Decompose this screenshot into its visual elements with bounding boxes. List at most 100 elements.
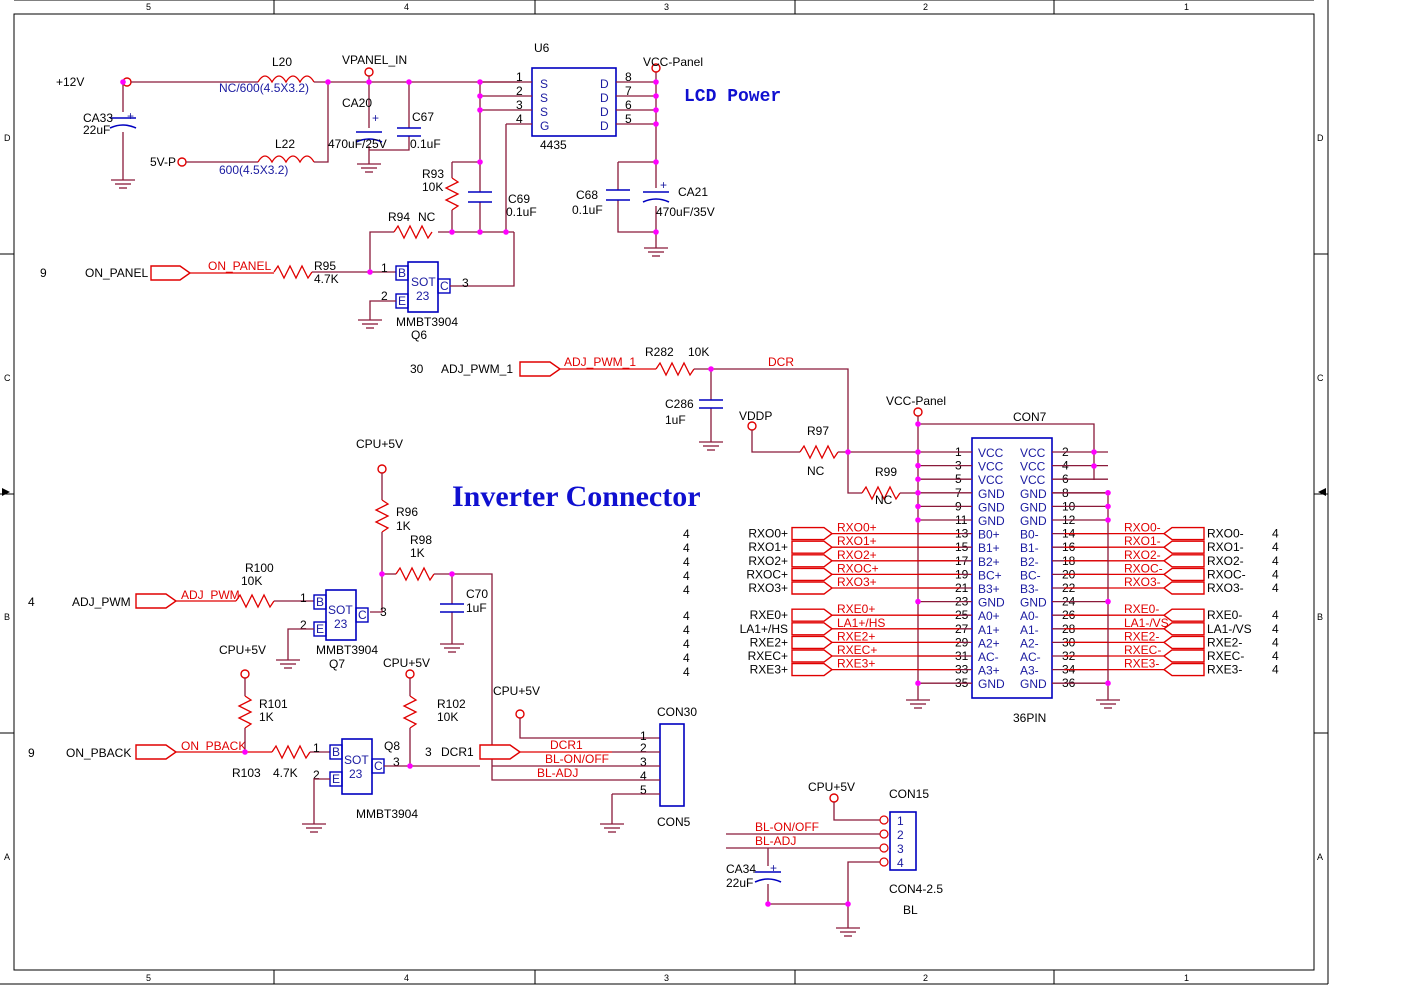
dcr1-label: DCR1 xyxy=(441,745,474,759)
r96-ref: R96 xyxy=(396,505,418,519)
u6-pin-6: 6 xyxy=(625,98,632,112)
con15-label: BL xyxy=(903,903,918,917)
c286-ref: C286 xyxy=(665,397,694,411)
pin3-label: 3 xyxy=(425,745,432,759)
svg-text:+: + xyxy=(127,109,134,123)
con7-left-port xyxy=(791,581,834,595)
u6-pin-3: 3 xyxy=(516,98,523,112)
junction-dot xyxy=(1091,463,1097,469)
c69-value: 0.1uF xyxy=(506,205,537,219)
con7-right-signal: GND xyxy=(1020,514,1047,528)
u6-part: 4435 xyxy=(540,138,567,152)
bl-net-onoff: BL-ON/OFF xyxy=(755,820,819,834)
ca21-value: 470uF/35V xyxy=(656,205,715,219)
u6-pin-2: 2 xyxy=(516,84,523,98)
bl-cpu5v-label: CPU+5V xyxy=(808,780,855,794)
page-ref-number: 4 xyxy=(683,623,690,637)
lcd-power-heading: LCD Power xyxy=(684,87,781,107)
row-label-d: D xyxy=(4,133,11,143)
p12v-label: +12V xyxy=(56,75,84,89)
page-ref-number: 4 xyxy=(683,541,690,555)
con7-left-port xyxy=(791,662,834,677)
r97-ref: R97 xyxy=(807,424,829,438)
r96-value: 1K xyxy=(396,519,411,533)
con30-pin-2: 2 xyxy=(640,741,647,755)
q8-pin-e: E xyxy=(332,772,340,786)
con7-left-port-label: LA1+/HS xyxy=(740,622,788,636)
page-ref-number: 4 xyxy=(683,555,690,569)
q6-pin-e: E xyxy=(398,294,406,308)
con7-left-signal: GND xyxy=(978,514,1005,528)
ground-icon xyxy=(699,438,723,451)
c70-ref: C70 xyxy=(466,587,488,601)
cpu5v-top-label: CPU+5V xyxy=(356,437,403,451)
junction-dot xyxy=(477,107,483,113)
con7-left-net-label: RXE0+ xyxy=(837,602,875,616)
con7-right-signal: A2- xyxy=(1020,636,1039,650)
junction-dot xyxy=(653,229,659,235)
con7-page-ref: 4 xyxy=(1272,540,1279,554)
col-label-1-bottom: 1 xyxy=(1184,973,1189,983)
col-label-3: 3 xyxy=(664,2,669,12)
con7-left-port-label: RXO1+ xyxy=(748,540,788,554)
q7-pin-c: C xyxy=(358,608,367,622)
con15-pin-1: 1 xyxy=(897,814,904,828)
con7-page-ref: 4 xyxy=(1272,663,1279,677)
q7-23: 23 xyxy=(334,617,348,631)
row-label-c: C xyxy=(4,373,11,383)
r98-value: 1K xyxy=(410,546,425,560)
con7-right-signal: VCC xyxy=(1020,460,1046,474)
adj-pwm-page-ref: 4 xyxy=(28,595,35,609)
r100-ref: R100 xyxy=(245,561,274,575)
junction-dot xyxy=(915,503,921,510)
con7-left-net-label: RXE3+ xyxy=(837,657,875,671)
junction-dot xyxy=(915,598,921,605)
row-label-d-right: D xyxy=(1317,133,1324,143)
junction-dot xyxy=(653,121,659,127)
con7-left-port-label: RXE3+ xyxy=(750,663,788,677)
vpanel-in-label: VPANEL_IN xyxy=(342,53,407,67)
u6-pin-5: 5 xyxy=(625,112,632,126)
junction-dot xyxy=(477,159,483,165)
r95-ref: R95 xyxy=(314,259,336,273)
adj-pwm-1-page-ref: 30 xyxy=(410,362,424,376)
dcr-net: DCR xyxy=(768,355,794,369)
con7-right-net-label: RXE0- xyxy=(1124,602,1159,616)
con7-left-signal: VCC xyxy=(978,460,1004,474)
con7-page-ref: 4 xyxy=(1272,622,1279,636)
con7-right-port-label: LA1-/VS xyxy=(1207,622,1252,636)
con7-page-ref: 4 xyxy=(1272,649,1279,663)
junction-dot xyxy=(449,571,455,577)
con7-left-port xyxy=(791,540,834,554)
con7-right-net-label: RXO0- xyxy=(1124,521,1161,535)
cpu5v-con30-label: CPU+5V xyxy=(493,684,540,698)
page-ref-number: 4 xyxy=(683,651,690,665)
ground-icon xyxy=(357,160,381,173)
con7-left-port-label: RXE0+ xyxy=(750,608,788,622)
con7-right-port-label: RXOC- xyxy=(1207,567,1246,581)
vddp-label: VDDP xyxy=(739,409,772,423)
con7-right-net-label: RXEC- xyxy=(1124,643,1161,657)
con7-left-signal: GND xyxy=(978,596,1005,610)
c68-value: 0.1uF xyxy=(572,203,603,217)
con7-left-port-label: RXO0+ xyxy=(748,527,788,541)
con7-right-net-label: RXE2- xyxy=(1124,629,1159,643)
junction-dot xyxy=(325,79,331,85)
con7-right-port-label: RXE0- xyxy=(1207,608,1242,622)
con7-right-signal: B0- xyxy=(1020,528,1039,542)
col-label-2-bottom: 2 xyxy=(923,973,928,983)
con7-left-signal: GND xyxy=(978,500,1005,514)
con7-right-port xyxy=(1162,622,1205,636)
con7-right-signal: B3- xyxy=(1020,582,1039,596)
u6-sig-d3: D xyxy=(600,105,609,119)
q8-pin-3: 3 xyxy=(393,755,400,769)
junction-dot xyxy=(477,93,483,99)
r103-value: 4.7K xyxy=(273,766,298,780)
con7-right-port-label: RXO2- xyxy=(1207,554,1244,568)
adj-pwm-1-label: ADJ_PWM_1 xyxy=(441,362,513,376)
r98-ref: R98 xyxy=(410,533,432,547)
r282-value: 10K xyxy=(688,345,709,359)
con15-ref: CON15 xyxy=(889,787,929,801)
con7-left-port xyxy=(791,622,834,636)
r97-value: NC xyxy=(807,464,825,478)
